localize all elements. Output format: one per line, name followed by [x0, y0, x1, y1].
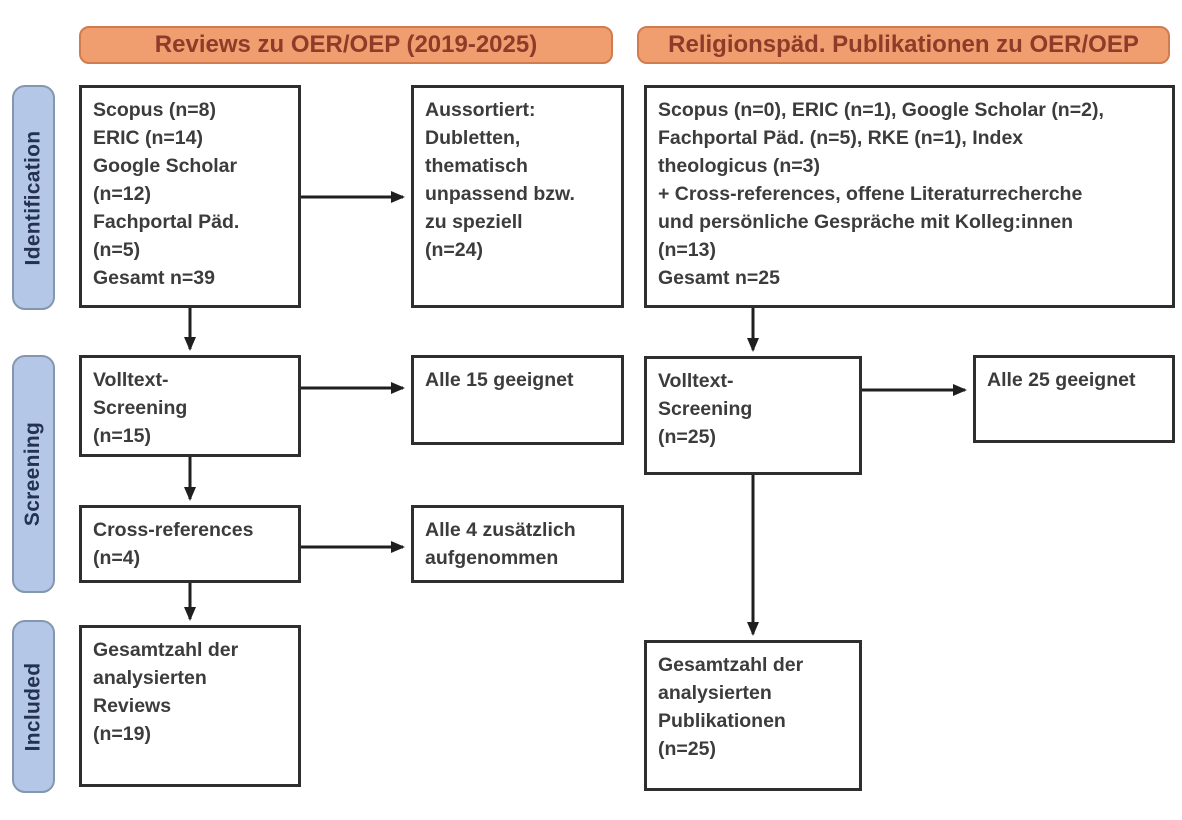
stage-label-screening: Screening: [21, 421, 45, 527]
stage-pill-included: Included: [12, 620, 55, 793]
box-left-fulltext-result: Alle 15 geeignet: [411, 355, 624, 445]
column-header-reviews-label: Reviews zu OER/OEP (2019-2025): [154, 31, 538, 58]
box-left-cross-references: Cross-references (n=4): [79, 505, 301, 583]
box-left-cross-references-result: Alle 4 zusätzlich aufgenommen: [411, 505, 624, 583]
column-header-religionspaed: Religionspäd. Publikationen zu OER/OEP: [637, 26, 1170, 64]
box-right-fulltext-screening: Volltext- Screening (n=25): [644, 356, 862, 475]
column-header-reviews: Reviews zu OER/OEP (2019-2025): [79, 26, 613, 64]
box-right-total-included: Gesamtzahl der analysierten Publikatione…: [644, 640, 862, 791]
box-right-fulltext-result: Alle 25 geeignet: [973, 355, 1175, 443]
stage-label-identification: Identification: [21, 130, 45, 265]
column-header-religionspaed-label: Religionspäd. Publikationen zu OER/OEP: [668, 31, 1139, 58]
box-left-excluded: Aussortiert: Dubletten, thematisch unpas…: [411, 85, 624, 308]
box-left-total-included: Gesamtzahl der analysierten Reviews (n=1…: [79, 625, 301, 787]
box-right-sources: Scopus (n=0), ERIC (n=1), Google Scholar…: [644, 85, 1175, 308]
stage-label-included: Included: [21, 662, 45, 751]
box-left-fulltext-screening: Volltext- Screening (n=15): [79, 355, 301, 457]
stage-pill-identification: Identification: [12, 85, 55, 310]
box-left-sources: Scopus (n=8) ERIC (n=14) Google Scholar …: [79, 85, 301, 308]
stage-pill-screening: Screening: [12, 355, 55, 593]
